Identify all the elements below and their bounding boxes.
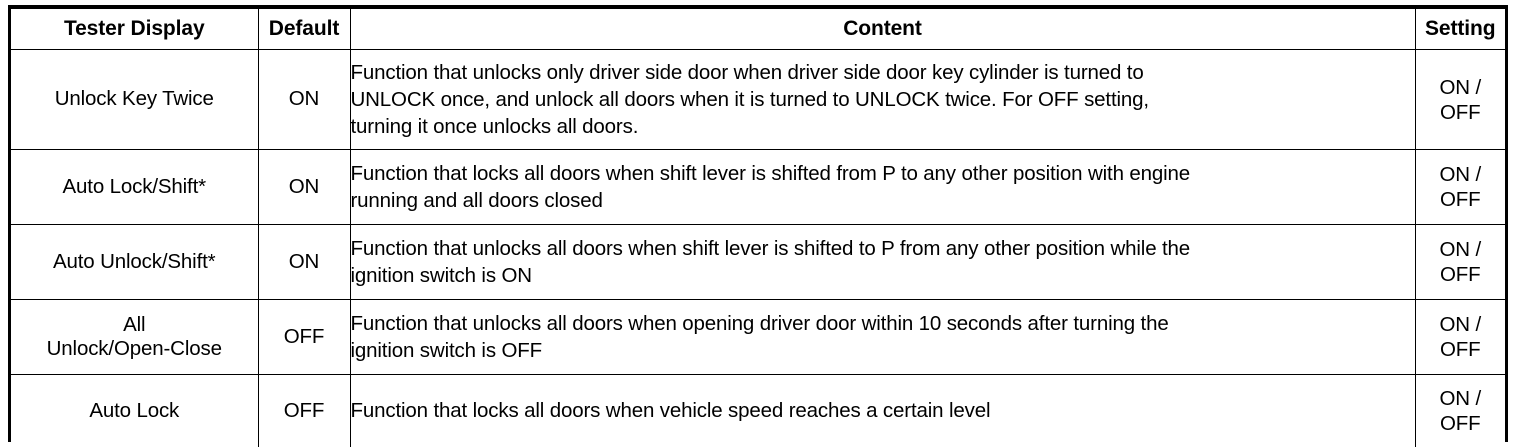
tester-display-line: Auto Unlock/Shift*: [52, 249, 216, 273]
table-row: Auto Lock OFF Function that locks all do…: [11, 374, 1505, 447]
cell-setting-options: ON / OFF: [1414, 299, 1505, 375]
cell-content-description: Function that unlocks all doors when ope…: [349, 299, 1416, 375]
content-line: UNLOCK once, and unlock all doors when i…: [350, 87, 1150, 111]
content-line: ignition switch is OFF: [350, 339, 543, 362]
cell-default-value: ON: [257, 224, 351, 300]
tester-display-line: Unlock/Open-Close: [46, 337, 222, 360]
setting-option-line: ON /: [1439, 238, 1482, 261]
tester-display-line: Unlock Key Twice: [54, 87, 214, 111]
tester-display-settings-table: Tester Display Default Content Setting U…: [11, 8, 1505, 447]
content-line: Function that locks all doors when shift…: [350, 161, 1191, 185]
cell-setting-options: ON / OFF: [1414, 149, 1505, 225]
setting-option-line: ON /: [1439, 163, 1482, 186]
content-line: Function that unlocks all doors when shi…: [350, 236, 1191, 260]
column-header-content: Content: [349, 8, 1416, 50]
table-row: Auto Lock/Shift* ON Function that locks …: [11, 149, 1505, 225]
tester-display-line: Auto Lock/Shift*: [62, 174, 207, 198]
column-header-default: Default: [257, 8, 351, 50]
cell-content-description: Function that locks all doors when vehic…: [349, 374, 1416, 447]
column-header-setting: Setting: [1414, 8, 1505, 50]
cell-setting-options: ON / OFF: [1414, 374, 1505, 447]
cell-content-description: Function that locks all doors when shift…: [349, 149, 1416, 225]
spec-table-container: Tester Display Default Content Setting U…: [8, 5, 1508, 447]
setting-option-line: ON /: [1439, 313, 1482, 336]
setting-option-line: OFF: [1439, 188, 1481, 211]
setting-option-line: OFF: [1439, 100, 1481, 124]
tester-display-line: Auto Lock: [89, 398, 180, 422]
table-row: Auto Unlock/Shift* ON Function that unlo…: [11, 224, 1505, 300]
table-header: Tester Display Default Content Setting: [11, 8, 1505, 50]
content-line: ignition switch is ON: [350, 264, 533, 287]
cell-default-value: ON: [257, 49, 351, 150]
cell-setting-options: ON / OFF: [1414, 49, 1505, 150]
content-line: Function that locks all doors when vehic…: [350, 399, 991, 423]
content-line: Function that unlocks all doors when ope…: [350, 311, 1169, 335]
cell-tester-display: All Unlock/Open-Close: [11, 299, 259, 375]
setting-option-line: OFF: [1439, 263, 1481, 286]
cell-tester-display: Auto Unlock/Shift*: [11, 224, 259, 300]
content-line: turning it once unlocks all doors.: [350, 115, 639, 139]
setting-option-line: OFF: [1439, 411, 1481, 435]
table-body: Unlock Key Twice ON Function that unlock…: [11, 49, 1505, 447]
table-row: Unlock Key Twice ON Function that unlock…: [11, 49, 1505, 150]
cell-content-description: Function that unlocks all doors when shi…: [349, 224, 1416, 300]
tester-display-line: All: [123, 312, 146, 336]
cell-default-value: OFF: [257, 299, 351, 375]
cell-default-value: OFF: [257, 374, 351, 447]
cell-tester-display: Auto Lock/Shift*: [11, 149, 259, 225]
setting-option-line: OFF: [1439, 338, 1481, 361]
cell-default-value: ON: [257, 149, 351, 225]
table-row: All Unlock/Open-Close OFF Function that …: [11, 299, 1505, 375]
content-line: running and all doors closed: [350, 189, 603, 212]
cell-content-description: Function that unlocks only driver side d…: [349, 49, 1416, 150]
content-line: Function that unlocks only driver side d…: [350, 60, 1144, 84]
column-header-tester-display: Tester Display: [11, 8, 259, 50]
cell-tester-display: Auto Lock: [11, 374, 259, 447]
setting-option-line: ON /: [1439, 386, 1482, 410]
table-header-row: Tester Display Default Content Setting: [11, 8, 1505, 50]
cell-tester-display: Unlock Key Twice: [11, 49, 259, 150]
setting-option-line: ON /: [1439, 75, 1482, 99]
cell-setting-options: ON / OFF: [1414, 224, 1505, 300]
